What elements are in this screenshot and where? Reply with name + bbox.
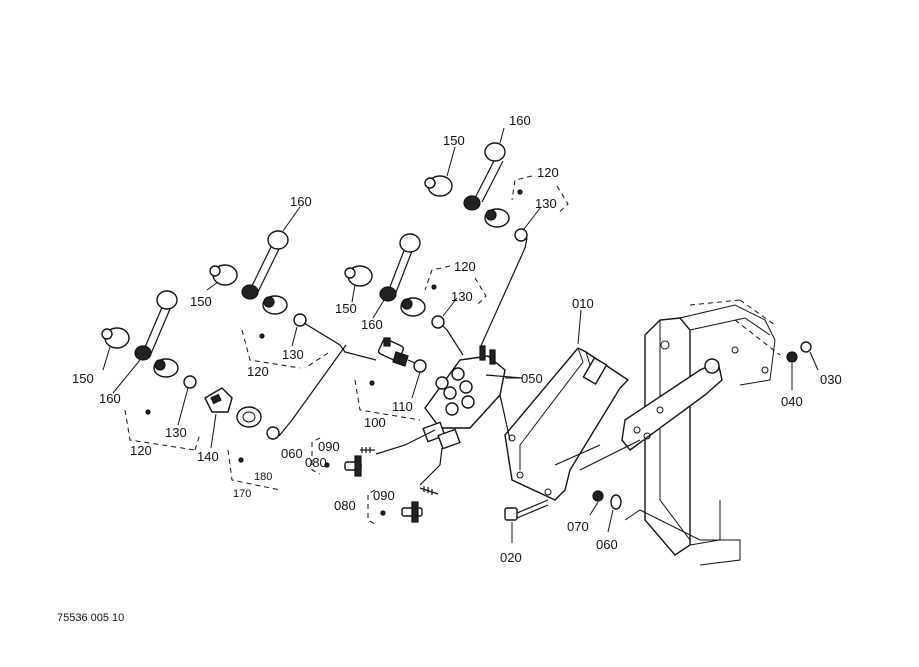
nut-040 [786,351,798,390]
ring-180 [266,426,280,440]
label-070: 070 [567,519,589,534]
label-160-left: 160 [99,391,121,406]
label-150-middle-left: 150 [190,294,212,309]
nut-070 [589,490,604,516]
fitting-080-upper [324,447,375,477]
control-valve-050 [422,345,523,450]
label-060-left: 060 [281,446,303,461]
label-130-top: 130 [535,196,557,211]
label-030: 030 [820,372,842,387]
lever-assembly-top [424,142,528,242]
label-080-lower: 080 [334,498,356,513]
joint-170 [236,406,262,463]
label-060-bottom: 060 [596,537,618,552]
clevis-140 [204,387,233,413]
label-110: 110 [392,399,413,414]
label-100: 100 [364,415,386,430]
label-150-middle-right: 150 [335,301,357,316]
label-160-middle-right: 160 [361,317,383,332]
label-180: 180 [254,471,272,483]
label-150-left: 150 [72,371,94,386]
label-160-middle-left: 160 [290,194,312,209]
label-150-top: 150 [443,133,465,148]
label-040: 040 [781,394,803,409]
label-120-middle-left: 120 [247,364,269,379]
diagram-code: 75536 005 10 [57,612,124,624]
fitting-100 [369,337,427,386]
washer-030 [800,341,819,371]
label-050: 050 [521,371,543,386]
bolt-020 [504,499,549,543]
label-130-middle-right: 130 [451,289,473,304]
label-080-upper: 080 [305,455,327,470]
label-160-top: 160 [509,113,531,128]
lever-assembly-left [101,290,197,415]
bracket-010 [504,347,641,501]
label-120-left: 120 [130,443,152,458]
mounting-frame [621,299,781,566]
label-130-left: 130 [165,425,187,440]
label-130-middle-left: 130 [282,347,304,362]
label-120-middle-right: 120 [454,259,476,274]
part-labels: 010 020 030 040 050 060 060 070 080 090 … [72,113,842,565]
label-020: 020 [500,550,522,565]
lever-assembly-middle-left [209,230,307,339]
fitting-080-lower [380,486,439,523]
label-140: 140 [197,449,219,464]
washer-060 [607,494,622,533]
label-090-upper: 090 [318,439,340,454]
lever-assembly-middle-right [344,233,445,329]
label-090-lower: 090 [373,488,395,503]
label-120-top: 120 [537,165,559,180]
label-170: 170 [233,488,251,500]
label-010: 010 [572,296,594,311]
